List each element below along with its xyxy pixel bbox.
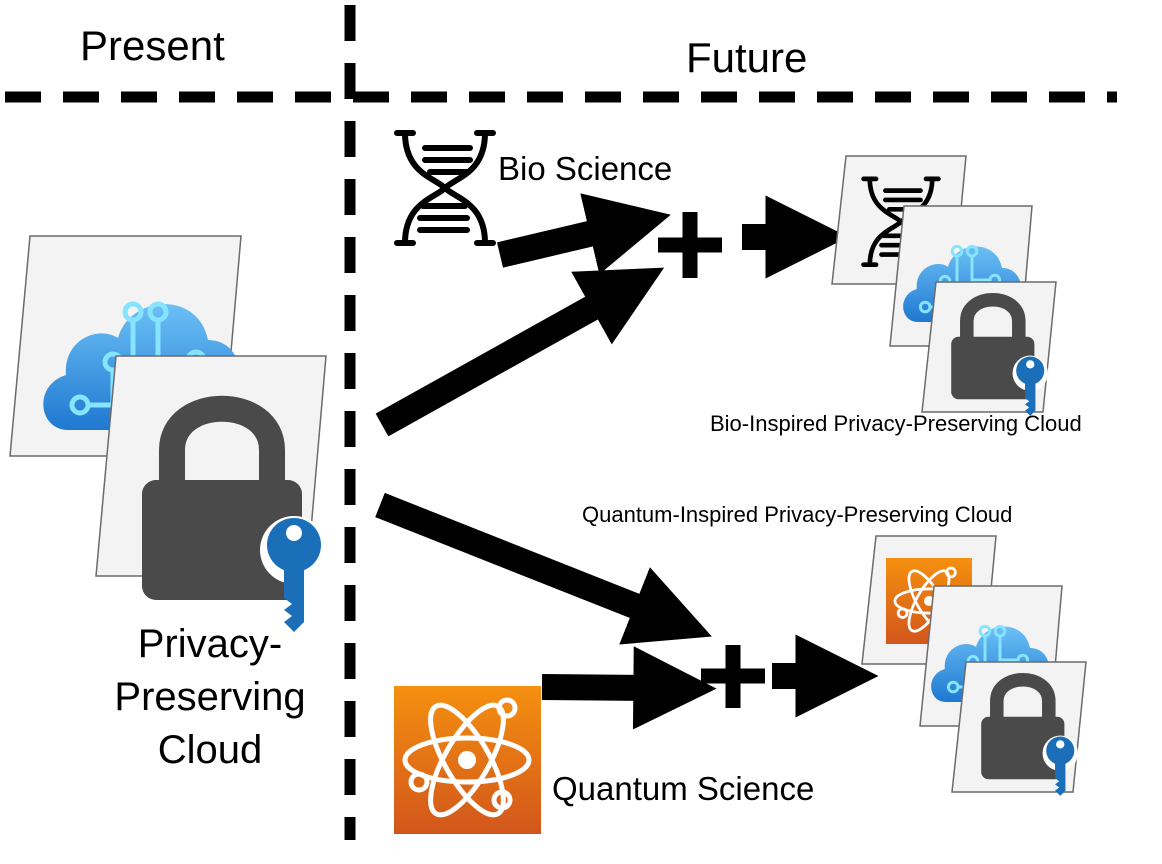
quantum-cloud-label: Quantum-Inspired Privacy-Preserving Clou… <box>582 502 1013 527</box>
bio-science-label: Bio Science <box>498 150 673 187</box>
privacy-cloud-line: Preserving <box>114 675 306 720</box>
plus-icon <box>701 645 765 708</box>
arrow-icon <box>375 267 665 437</box>
bio-result-stack <box>831 155 1057 416</box>
arrow-icon <box>375 492 712 645</box>
privacy-cloud-line: Privacy- <box>137 622 283 666</box>
present-header: Present <box>80 22 225 69</box>
arrow-icon <box>541 646 717 730</box>
plus-icon <box>658 212 722 278</box>
arrows <box>375 193 879 730</box>
arrow-icon <box>497 193 671 275</box>
future-header: Future <box>686 34 808 81</box>
present-lock-card <box>95 355 328 632</box>
privacy-cloud-line: Cloud <box>157 728 263 773</box>
privacy-cloud-label: Privacy- Preserving Cloud <box>80 618 340 778</box>
dna-icon <box>397 133 493 243</box>
quantum-science-tile <box>394 686 541 834</box>
quantum-science-label: Quantum Science <box>552 770 815 807</box>
quantum-result-stack <box>861 535 1087 796</box>
bio-cloud-label: Bio-Inspired Privacy-Preserving Cloud <box>710 411 1082 436</box>
